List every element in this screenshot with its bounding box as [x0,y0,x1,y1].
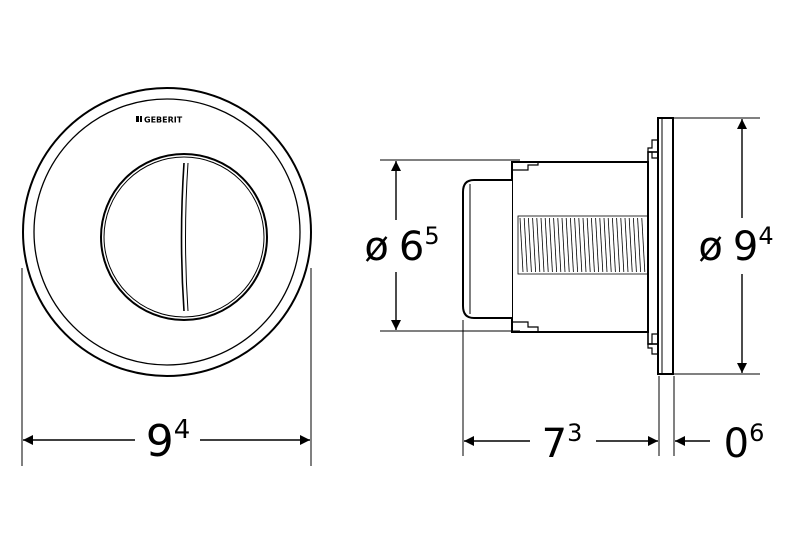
flange-step-lower [647,333,658,355]
thread-line [519,217,524,273]
thread-line [616,217,620,273]
thread-line [561,217,566,273]
thread-line [603,217,608,273]
front-view: GEBERIT 94 [21,87,312,467]
cover-plate-inner-ring [33,98,301,366]
thread-line [633,217,637,273]
thread-line [620,217,625,273]
front-width-label: 94 [146,415,191,467]
flange-body [647,151,659,345]
wall-plate [657,117,674,375]
thread-line [536,217,541,273]
logo-mark-icon [136,116,139,122]
thread-line [565,217,570,273]
depth-label: 73 [542,419,583,467]
flange-step [647,139,658,159]
thread-zone [517,215,649,275]
thread-line [607,217,612,273]
flush-button-outer [100,153,268,321]
thread-line [553,217,557,273]
thread-line [570,217,574,273]
thread-line [549,217,553,273]
thread-line [641,217,646,273]
thread-line [599,217,604,273]
logo-text: GEBERIT [144,116,183,125]
collar-detail [512,162,539,171]
thread-line [532,217,536,273]
thread-line [612,217,616,273]
thread-line [578,217,583,273]
collar-detail-lower [512,321,539,332]
thread-line [586,217,591,273]
button-split-line [180,162,185,312]
thread-line [528,217,532,273]
push-button-cap [462,179,512,319]
thread-line [544,217,549,273]
thread-line [540,217,545,273]
thread-line [628,217,633,273]
geberit-logo: GEBERIT [136,116,183,125]
cover-plate-outer-ring [22,87,312,377]
flush-button-inner [103,156,265,318]
thread-line [557,217,562,273]
thread-lines [519,217,646,273]
thread-line [637,217,641,273]
thread-line [624,217,629,273]
thread-line [582,217,587,273]
actuator-body [511,161,649,333]
thread-line [574,217,578,273]
thickness-label: 06 [724,419,765,467]
logo-mark-icon-part [140,116,142,122]
thread-line [595,217,599,273]
button-split-line-inner [185,162,189,312]
thread-line [591,217,595,273]
thread-line [523,217,528,273]
